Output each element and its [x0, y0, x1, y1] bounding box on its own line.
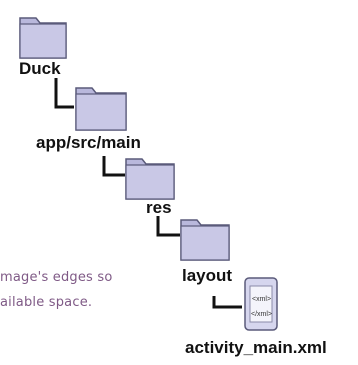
connector-res-layout [156, 216, 180, 237]
node-label-duck: Duck [19, 59, 61, 78]
annotation-line-2: ailable space. [0, 295, 93, 310]
connector-app-res [102, 156, 125, 177]
folder-icon [75, 87, 127, 131]
node-label-res: res [146, 198, 172, 217]
folder-icon [125, 158, 175, 200]
folder-icon [180, 219, 230, 261]
connector-duck-app [54, 78, 74, 109]
xml-open-tag: <xml> [252, 296, 271, 303]
node-label-layout: layout [182, 266, 233, 285]
folder-icon [19, 17, 67, 59]
xml-file-icon: <xml> </xml> [244, 277, 278, 331]
annotation-line-1: mage's edges so [0, 270, 113, 285]
xml-close-tag: </xml> [251, 311, 272, 318]
connector-layout-file [212, 296, 242, 309]
node-label-app-src-main: app/src/main [36, 133, 141, 152]
node-label-activity-main-xml: activity_main.xml [185, 338, 327, 357]
tree-connectors [54, 78, 242, 309]
